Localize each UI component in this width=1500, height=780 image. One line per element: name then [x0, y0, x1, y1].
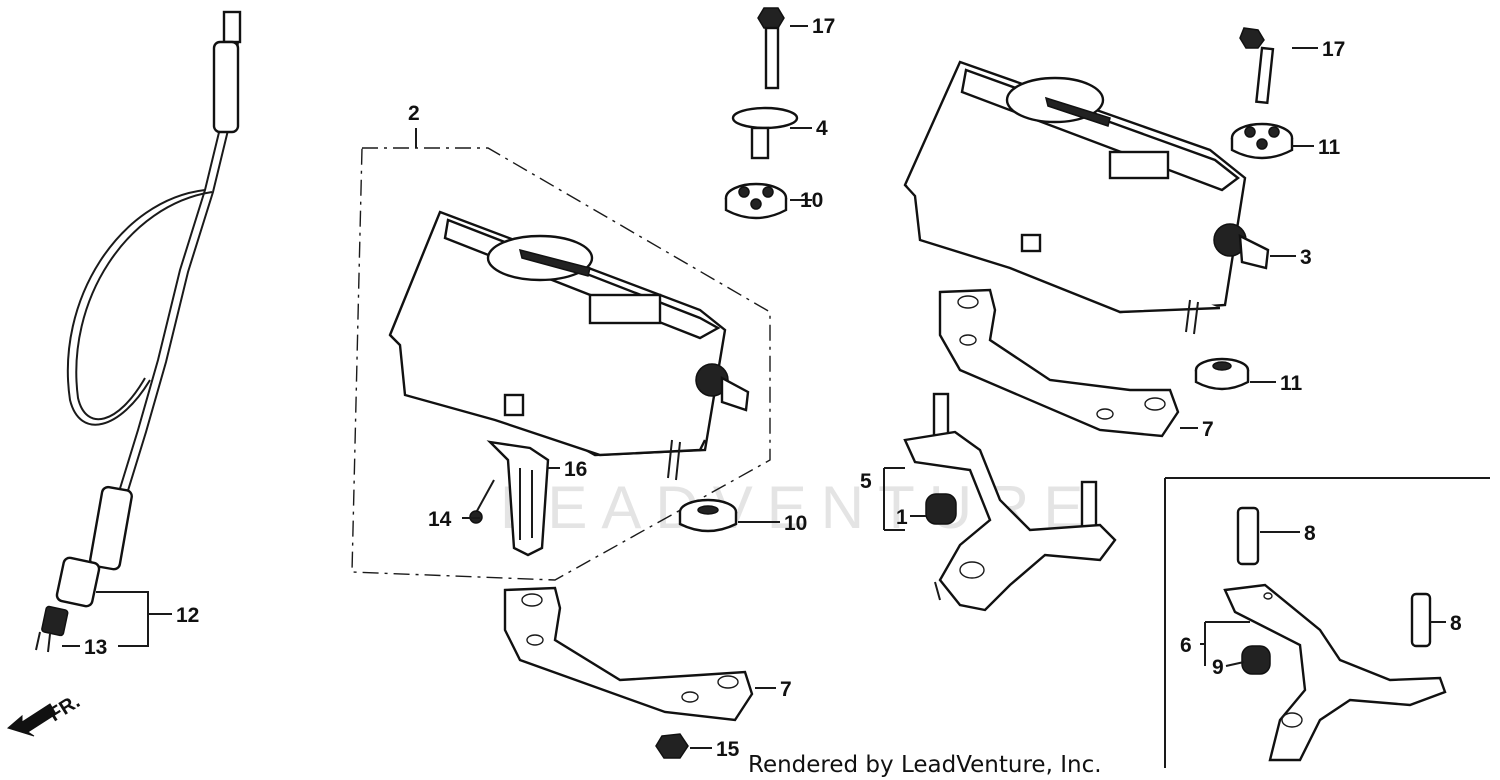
- callout-10b: 10: [784, 512, 807, 535]
- grommet-10-top: [724, 182, 788, 220]
- render-credit: Rendered by LeadVenture, Inc.: [748, 752, 1102, 778]
- stay-6: [1223, 583, 1447, 762]
- nut-15: [655, 733, 689, 759]
- collar-8-right: [1410, 592, 1432, 648]
- callout-13: 13: [84, 636, 107, 659]
- callout-labels: 17 4 10 2 16 14 10 7 15 12 13 17 11 3 11…: [84, 15, 1462, 761]
- bulb-socket-clip: [486, 440, 550, 557]
- bolt-17-right: [1239, 27, 1275, 105]
- grommet-11-bottom: [1194, 357, 1250, 391]
- callout-9: 9: [1212, 656, 1224, 679]
- bracket-7-left: [503, 586, 754, 722]
- callout-17b: 17: [1322, 38, 1345, 61]
- callout-14: 14: [428, 508, 452, 531]
- speedometer-cable: [35, 10, 242, 653]
- callout-6: 6: [1180, 634, 1192, 657]
- callout-1: 1: [896, 506, 908, 529]
- callout-8a: 8: [1304, 522, 1316, 545]
- indicator-light-1: [925, 493, 957, 525]
- assembly-outline: [351, 147, 771, 581]
- callout-4: 4: [816, 117, 828, 140]
- front-label: FR.: [45, 691, 84, 727]
- screw-14: [469, 479, 495, 524]
- tachometer-assembly-right: [903, 60, 1270, 335]
- grommet-11-top: [1230, 122, 1294, 160]
- callout-17a: 17: [812, 15, 835, 38]
- callout-15: 15: [716, 738, 740, 761]
- callout-8b: 8: [1450, 612, 1462, 635]
- front-direction-indicator: FR.: [6, 691, 84, 737]
- callout-16: 16: [564, 458, 587, 481]
- speedometer-assembly-left: [388, 210, 750, 481]
- callout-2: 2: [408, 102, 420, 125]
- callout-11b: 11: [1280, 372, 1303, 395]
- collar-8-top: [1236, 506, 1260, 566]
- grommet-10-bottom: [678, 498, 738, 533]
- callout-3: 3: [1300, 246, 1312, 269]
- callout-5: 5: [860, 470, 872, 493]
- callout-7a: 7: [780, 678, 792, 701]
- bolt-17-left: [757, 7, 785, 90]
- indicator-light-9: [1241, 645, 1271, 675]
- inset-frame: [1164, 477, 1490, 768]
- callout-10a: 10: [800, 189, 823, 212]
- callout-11a: 11: [1318, 136, 1341, 159]
- callout-12: 12: [176, 604, 199, 627]
- leader-lines: [62, 25, 1446, 749]
- bracket-7-right: [938, 288, 1180, 438]
- collar-4: [731, 106, 799, 160]
- front-arrow-icon: [6, 703, 57, 737]
- callout-7b: 7: [1202, 418, 1214, 441]
- stay-5: [903, 392, 1117, 612]
